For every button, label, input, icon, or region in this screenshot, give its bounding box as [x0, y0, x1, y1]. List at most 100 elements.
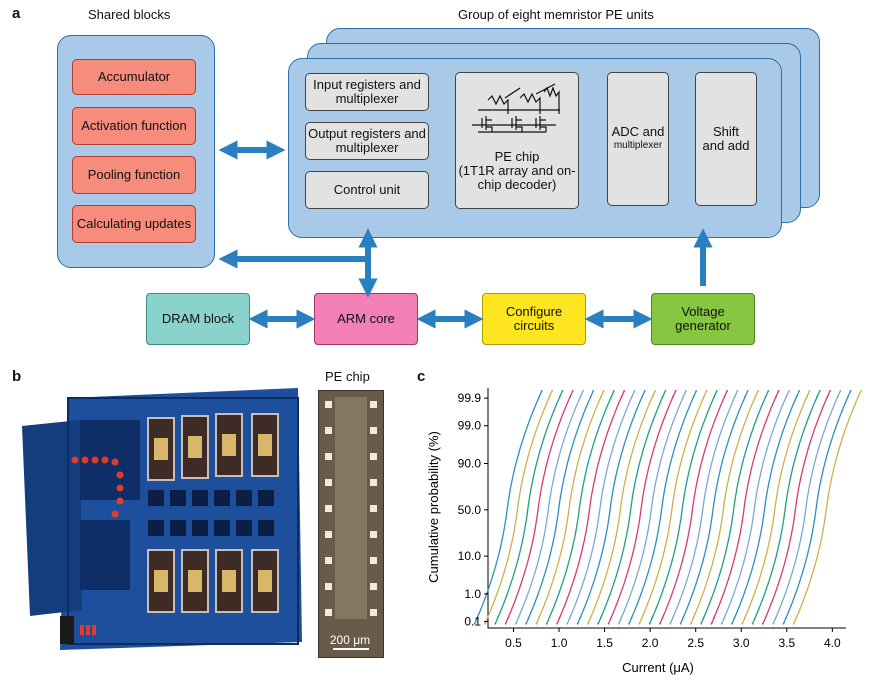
- cdf-tail-point: [558, 395, 561, 398]
- y-tick-label: 99.0: [458, 419, 482, 433]
- cdf-tail-point: [556, 622, 558, 625]
- cdf-tail-point: [651, 395, 654, 398]
- cdf-tail-point: [849, 390, 852, 392]
- cdf-tail-point: [599, 616, 602, 619]
- adc-label: ADC and: [611, 124, 665, 139]
- cdf-series-line: [659, 390, 728, 624]
- shared-item-pooling-function: Pooling function: [72, 156, 196, 194]
- cdf-tail-point: [700, 622, 703, 625]
- cdf-tail-point: [484, 622, 486, 625]
- cdf-tail-point: [762, 622, 764, 625]
- shared-item-accumulator: Accumulator: [72, 59, 196, 95]
- cdf-tail-point: [702, 616, 705, 619]
- cdf-tail-point: [818, 390, 821, 392]
- cdf-tail-point: [839, 390, 842, 392]
- cdf-tail-point: [723, 395, 726, 398]
- cdf-tail-point: [571, 390, 574, 392]
- arm-core-box: ARM core: [314, 293, 418, 345]
- x-tick-label: 4.0: [824, 636, 841, 650]
- cdf-tail-point: [659, 622, 661, 625]
- cdf-tail-point: [857, 395, 860, 398]
- cdf-tail-point: [767, 390, 770, 392]
- cdf-series-line: [618, 390, 687, 624]
- cdf-series-line: [474, 390, 543, 624]
- cdf-tail-point: [561, 390, 564, 392]
- cdf-tail-point: [535, 622, 538, 625]
- cdf-tail-point: [582, 390, 584, 392]
- cdf-tail-point: [473, 622, 476, 625]
- cdf-tail-point: [713, 395, 716, 398]
- cdf-tail-point: [576, 622, 579, 625]
- x-tick-label: 3.5: [778, 636, 795, 650]
- shared-item-activation-function: Activation function: [72, 107, 196, 145]
- dram-block-box: DRAM block: [146, 293, 250, 345]
- cdf-tail-point: [548, 616, 551, 619]
- cdf-series-line: [772, 390, 841, 624]
- cdf-tail-point: [620, 616, 623, 619]
- cdf-series-line: [762, 390, 831, 624]
- cdf-tail-point: [641, 616, 643, 619]
- cdf-tail-point: [525, 622, 528, 625]
- cdf-tail-point: [785, 616, 787, 619]
- input-registers-box: Input registers and multiplexer: [305, 73, 429, 111]
- shift-add-box: Shift and add: [695, 72, 757, 206]
- cdf-tail-point: [723, 616, 726, 619]
- cdf-tail-point: [685, 390, 687, 392]
- panel-a-letter: a: [12, 5, 21, 22]
- cdf-tail-point: [715, 390, 718, 392]
- cdf-tail-point: [651, 616, 654, 619]
- cdf-tail-point: [731, 622, 733, 625]
- circuit-board-photo: [20, 380, 302, 652]
- cdf-tail-point: [744, 616, 746, 619]
- x-tick-label: 0.5: [505, 636, 522, 650]
- pe-chip-schematic: [472, 83, 560, 133]
- cdf-series-line: [741, 390, 811, 624]
- pe-group-title: Group of eight memristor PE units: [458, 7, 654, 22]
- cdf-tail-point: [671, 616, 674, 619]
- cdf-tail-point: [631, 395, 633, 398]
- cdf-tail-point: [695, 390, 698, 392]
- cdf-tail-point: [692, 616, 695, 619]
- cdf-tail-point: [589, 395, 592, 398]
- cdf-tail-point: [772, 622, 775, 625]
- pe-chip-label: PE chip (1T1R array and on-chip decoder): [455, 150, 579, 192]
- cdf-tail-point: [643, 390, 646, 392]
- cdf-tail-point: [494, 622, 497, 625]
- cdf-tail-point: [785, 395, 788, 398]
- cdf-tail-point: [602, 390, 605, 392]
- x-axis-label: Current (μA): [622, 660, 694, 675]
- cdf-tail-point: [733, 616, 736, 619]
- cdf-series-line: [556, 390, 625, 624]
- cdf-series-line: [638, 390, 708, 624]
- circuit-board-drawing: [22, 388, 302, 650]
- cdf-tail-point: [726, 390, 728, 392]
- y-axis-label: Cumulative probability (%): [426, 431, 441, 583]
- cdf-tail-point: [569, 616, 571, 619]
- cdf-tail-point: [826, 395, 829, 398]
- configure-circuits-box: Configure circuits: [482, 293, 586, 345]
- cdf-tail-point: [674, 390, 677, 392]
- cdf-tail-point: [515, 622, 517, 625]
- shared-blocks-title: Shared blocks: [88, 7, 171, 22]
- cdf-series-line: [587, 390, 656, 624]
- cdf-series-line: [505, 390, 574, 624]
- cdf-tail-point: [613, 390, 615, 392]
- cdf-tail-point: [692, 395, 695, 398]
- cdf-tail-point: [648, 622, 651, 625]
- cdf-tail-point: [587, 622, 589, 625]
- cdf-tail-point: [808, 390, 811, 392]
- y-tick-label: 99.9: [458, 391, 482, 405]
- pe-chip-pads: [325, 397, 377, 650]
- cdf-tail-point: [775, 395, 777, 398]
- cdf-series-line: [535, 390, 605, 624]
- cdf-tail-point: [610, 395, 613, 398]
- cdf-series-line: [690, 390, 759, 624]
- cdf-tail-point: [736, 390, 739, 392]
- cdf-tail-point: [705, 390, 708, 392]
- cdf-tail-point: [764, 395, 767, 398]
- cdf-tail-point: [720, 622, 723, 625]
- cdf-tail-point: [597, 622, 600, 625]
- cdf-series-line: [566, 390, 636, 624]
- cdf-series-line: [628, 390, 697, 624]
